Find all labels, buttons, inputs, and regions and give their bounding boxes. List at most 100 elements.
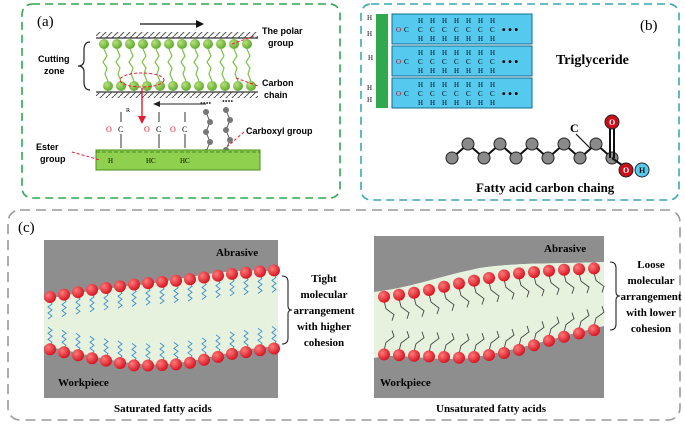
polar-head [184,273,196,286]
tail [578,272,590,294]
carbon-atom: C [454,26,459,34]
oxygen-symbol: O [609,118,615,127]
tail [215,279,221,299]
tail [75,332,81,352]
polar-head [573,263,585,276]
polar-head [114,280,126,293]
hydrogen-atom: H [490,81,495,89]
chain-box-3 [391,77,533,109]
polar-head [142,277,154,290]
chain-dots-1: • • • [502,25,519,36]
right-note-bracket [609,261,621,331]
chain-dots: •••• [222,97,233,106]
polar-head [129,81,139,91]
tail [243,276,249,296]
chain-dots: •••• [200,99,211,108]
carbon-atom: C [490,90,495,98]
hydrogen-atom: H [478,81,483,89]
tail [563,312,575,333]
svg-text:molecular: molecular [627,275,674,287]
svg-text:H: H [368,54,373,62]
polar-head [170,358,182,371]
polar-head [155,81,165,91]
tail [458,333,470,354]
polar-head [114,356,126,369]
hydrogen-atom: H [442,67,447,75]
polar-head [233,81,243,91]
tail [229,331,235,351]
polar-head [268,264,280,277]
polar-head [168,81,178,91]
hydrogen-atom: H [466,49,471,57]
hydrogen-atom: H [478,17,483,25]
tail [89,335,95,355]
svg-text:O: O [106,125,112,134]
unsaturated-diagram: Abrasive Workpiece Loose molecular arran… [374,236,682,415]
polar-head [468,350,480,363]
polar-head [99,39,109,49]
bottom-surface [96,92,258,98]
hydrogen-atom: H [418,17,423,25]
polar-head [254,344,266,357]
polar-head [513,267,525,280]
carbon-chain [167,48,174,82]
polar-head [543,264,555,277]
hydrogen-atom: H [490,49,495,57]
polar-head [498,269,510,282]
carbon-atom: C [442,90,447,98]
tail [145,286,151,306]
tail [103,291,109,311]
carbon-chain [115,48,122,82]
polar-head [198,353,210,366]
polar-head [438,351,450,364]
carboxyl-group-label: Carboxyl group [246,126,313,136]
fatty-acid-caption: Fatty acid carbon chaing [476,180,615,195]
carbon-chain [128,48,135,82]
carbon-atom: C [478,90,483,98]
hydrogen-atom [634,162,650,178]
polar-head [573,327,585,340]
svg-text:R: R [126,108,130,114]
carbon-atom: C [404,26,409,34]
tail [159,342,165,362]
polar-head [142,359,154,372]
hydrogen-atom: H [418,67,423,75]
polar-head [142,81,152,91]
polar-head [103,81,113,91]
svg-text:C: C [156,125,161,134]
carbon-atom: C [430,58,435,66]
panel-c-frame [7,209,681,421]
polar-head [558,330,570,343]
svg-text:C: C [118,125,123,134]
tail [593,306,605,327]
carbon-atom: C [478,26,483,34]
tail [201,281,207,300]
tail [533,275,545,297]
tail [89,293,95,313]
polar-head [58,288,70,301]
carbon-atom [207,139,213,145]
polar-head [170,274,182,287]
top-polar-heads [99,39,252,49]
polar-head [100,354,112,367]
carbon-atom [461,137,475,151]
svg-text:molecular: molecular [300,289,347,301]
polar-head [216,39,226,49]
left-abrasive-label: Abrasive [216,247,258,259]
carbon-atom [227,137,233,143]
chain-box-2 [391,45,533,77]
tail [428,293,440,315]
left-workpiece-label: Workpiece [58,377,109,389]
polar-head [212,350,224,363]
carbon-atom: C [454,58,459,66]
tail [159,285,165,305]
hydrogen-atom: H [442,99,447,107]
right-abrasive [374,236,604,292]
polar-head [138,39,148,49]
polar-head [156,358,168,371]
polar-head [164,39,174,49]
top-surface [96,32,258,38]
tail [413,331,425,352]
panel-c: (c) Abrasive Workpiece Tight molecular a… [7,209,682,421]
